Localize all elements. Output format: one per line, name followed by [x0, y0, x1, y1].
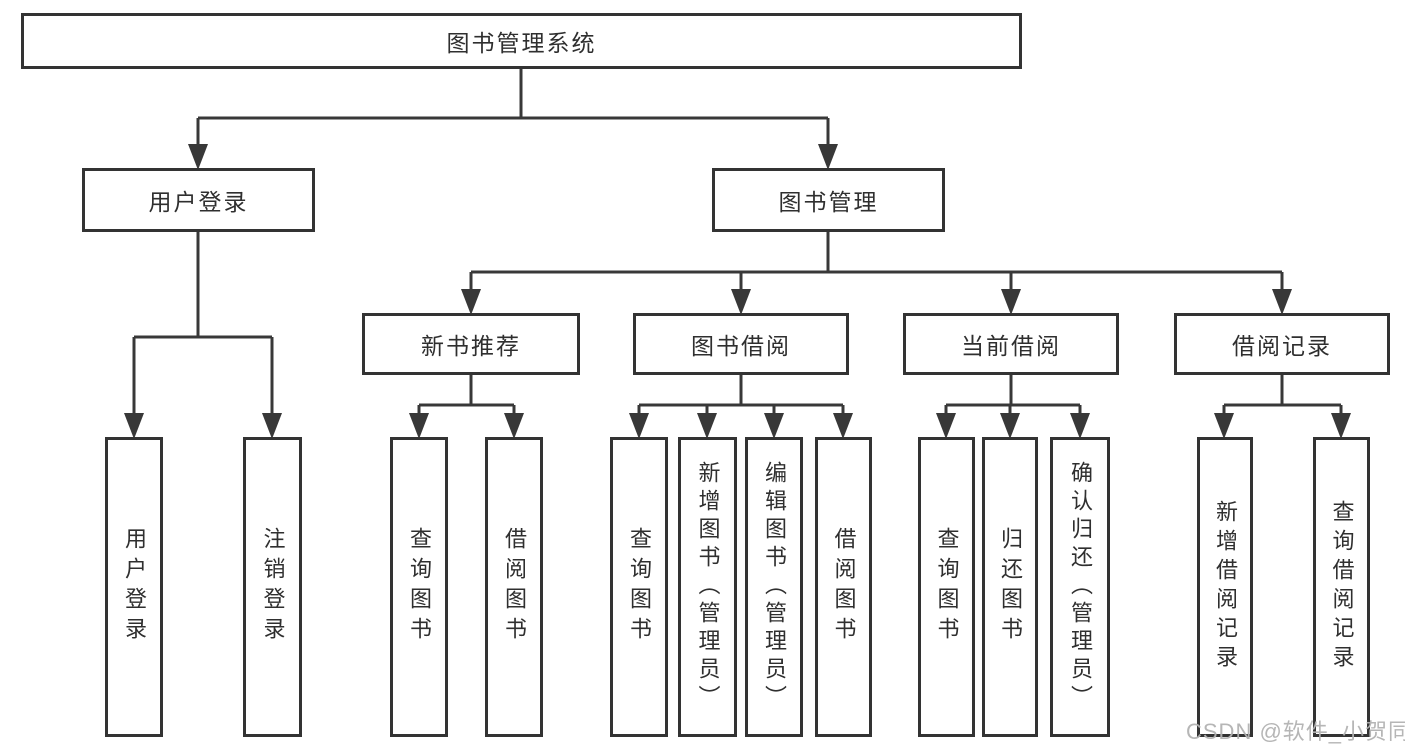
node-new-book-recommendation: 新书推荐 [362, 313, 580, 375]
node-user-login: 用户登录 [82, 168, 315, 232]
node-book-management: 图书管理 [712, 168, 945, 232]
leaf-edit-books-admin: 编辑图书（管理员） [745, 437, 803, 737]
leaf-user-login: 用户登录 [105, 437, 163, 737]
leaf-add-books-admin: 新增图书（管理员） [678, 437, 737, 737]
node-borrowing-records: 借阅记录 [1174, 313, 1390, 375]
leaf-query-books-current: 查询图书 [918, 437, 975, 737]
leaf-return-books: 归还图书 [982, 437, 1038, 737]
leaf-borrow-books-borrowing: 借阅图书 [815, 437, 872, 737]
leaf-query-books-recommend: 查询图书 [390, 437, 448, 737]
leaf-query-borrow-record: 查询借阅记录 [1313, 437, 1370, 737]
leaf-logout: 注销登录 [243, 437, 302, 737]
node-current-borrowing: 当前借阅 [903, 313, 1119, 375]
node-book-borrowing: 图书借阅 [633, 313, 849, 375]
leaf-query-books-borrowing: 查询图书 [610, 437, 668, 737]
watermark: CSDN @软件_小贺同学 [1186, 719, 1405, 744]
node-library-management-system: 图书管理系统 [21, 13, 1022, 69]
leaf-add-borrow-record: 新增借阅记录 [1197, 437, 1253, 737]
leaf-borrow-books-recommend: 借阅图书 [485, 437, 543, 737]
leaf-confirm-return-admin: 确认归还（管理员） [1050, 437, 1110, 737]
